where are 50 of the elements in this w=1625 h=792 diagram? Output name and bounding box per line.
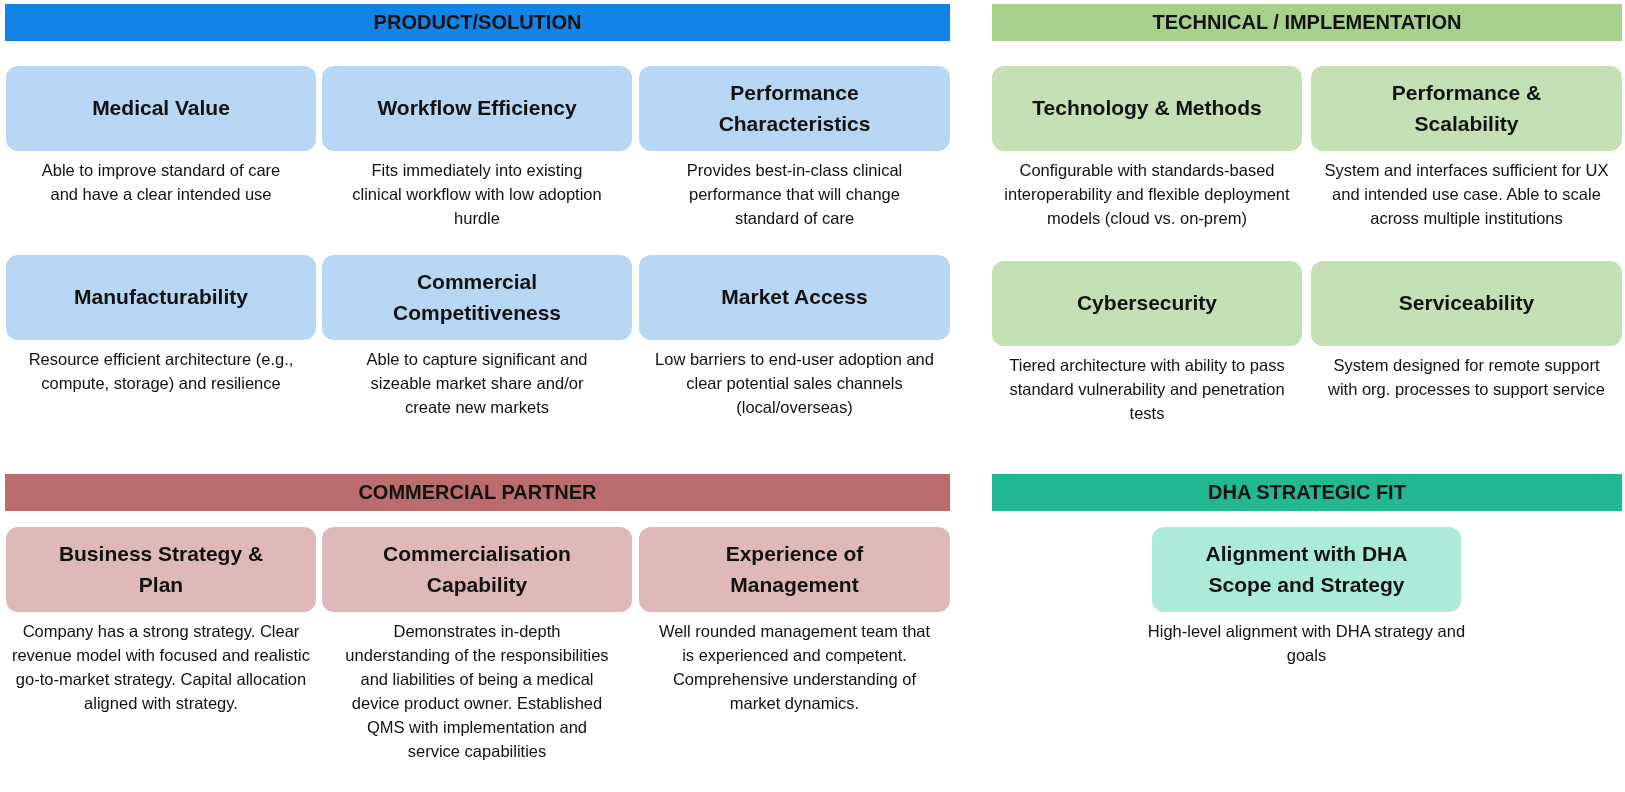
card-title: Alignment with DHA Scope and Strategy bbox=[1204, 541, 1409, 598]
description-text: High-level alignment with DHA strategy and goals bbox=[1146, 621, 1467, 666]
criterion-card bbox=[322, 527, 632, 612]
card-title: Performance & Scalability bbox=[1390, 80, 1543, 137]
criterion-card bbox=[6, 66, 316, 151]
description-text: Demonstrates in-depth understanding of the responsibilities and liabilities of being a medical device product owner. Established QMS with implementation and service capabilities bbox=[344, 621, 610, 762]
card-title: Workflow Efficiency bbox=[377, 95, 577, 122]
description-text: Configurable with standards-based interoperability and flexible deployment models (cloud vs. on-prem) bbox=[1003, 160, 1291, 229]
criterion-card bbox=[639, 255, 950, 340]
description-text: System designed for remote support with org. processes to support service bbox=[1327, 355, 1606, 400]
criterion-card bbox=[322, 66, 632, 151]
section-title: PRODUCT/SOLUTION bbox=[373, 11, 582, 34]
card-title: Cybersecurity bbox=[1076, 290, 1218, 317]
description-text: Well rounded management team that is experienced and competent. Comprehensive understanding of market dynamics. bbox=[657, 621, 932, 714]
section-header-band bbox=[5, 4, 950, 41]
card-title: Serviceability bbox=[1398, 290, 1535, 317]
criterion-card bbox=[6, 527, 316, 612]
description-text: Low barriers to end-user adoption and clear potential sales channels (local/overseas) bbox=[654, 349, 935, 418]
criterion-card bbox=[322, 255, 632, 340]
section-header-band bbox=[5, 474, 950, 511]
description-text: Resource efficient architecture (e.g., compute, storage) and resilience bbox=[27, 349, 295, 394]
description-text: Company has a strong strategy. Clear revenue model with focused and realistic go-to-market strategy. Capital allocation aligned with strategy. bbox=[10, 621, 312, 714]
description-text: Fits immediately into existing clinical workflow with low adoption hurdle bbox=[351, 160, 603, 229]
criterion-card bbox=[1152, 527, 1461, 612]
criterion-card bbox=[992, 261, 1302, 346]
section-title: TECHNICAL / IMPLEMENTATION bbox=[1152, 11, 1462, 34]
criterion-card bbox=[992, 66, 1302, 151]
description-text: Provides best-in-class clinical performance that will change standard of care bbox=[685, 160, 904, 229]
card-title: Performance Characteristics bbox=[717, 80, 872, 137]
card-title: Commercialisation Capability bbox=[382, 541, 572, 598]
section-title: DHA STRATEGIC FIT bbox=[1208, 481, 1406, 504]
description-text: System and interfaces sufficient for UX and intended use case. Able to scale across multiple institutions bbox=[1323, 160, 1610, 229]
criterion-card bbox=[639, 66, 950, 151]
criterion-card bbox=[6, 255, 316, 340]
criterion-card bbox=[639, 527, 950, 612]
section-header-band bbox=[992, 4, 1622, 41]
card-title: Manufacturability bbox=[74, 284, 248, 311]
section-title: COMMERCIAL PARTNER bbox=[358, 481, 597, 504]
card-title: Experience of Management bbox=[724, 541, 865, 598]
description-text: Able to improve standard of care and have a clear intended use bbox=[40, 160, 282, 205]
card-title: Commercial Competitiveness bbox=[391, 269, 563, 326]
card-title: Technology & Methods bbox=[1032, 95, 1262, 122]
description-text: Tiered architecture with ability to pass standard vulnerability and penetration tests bbox=[1008, 355, 1286, 424]
section-header-band bbox=[992, 474, 1622, 511]
card-title: Medical Value bbox=[92, 95, 230, 122]
card-title: Market Access bbox=[721, 284, 868, 311]
card-title: Business Strategy & Plan bbox=[57, 541, 265, 598]
description-text: Able to capture significant and sizeable market share and/or create new markets bbox=[365, 349, 589, 418]
criterion-card bbox=[1311, 66, 1622, 151]
criterion-card bbox=[1311, 261, 1622, 346]
